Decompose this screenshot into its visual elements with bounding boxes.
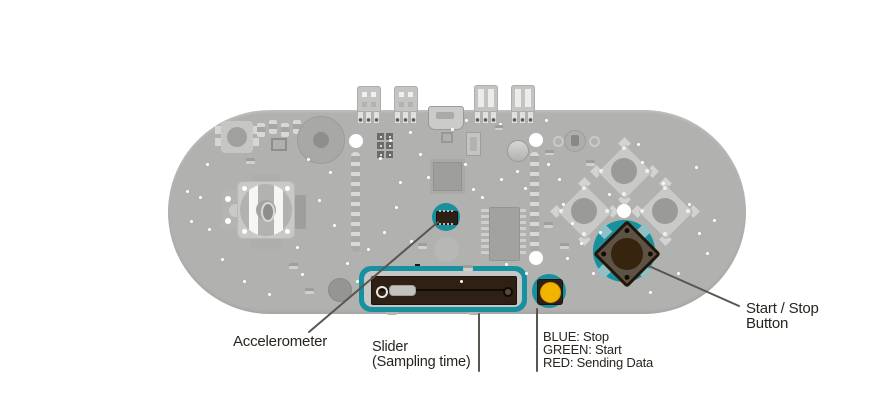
connector-pin (491, 112, 496, 123)
led-legend-label: BLUE: Stop GREEN: Start RED: Sending Dat… (543, 329, 654, 370)
status-led (540, 282, 561, 303)
resistor (269, 120, 277, 134)
buzzer-hole (313, 132, 329, 148)
led-legend-blue: BLUE: Stop (543, 329, 609, 344)
slider-label-line1: Slider (372, 339, 408, 355)
slider-label: Slider (Sampling time) (372, 340, 471, 370)
connector-pin (483, 112, 488, 123)
connector-pin (520, 112, 525, 123)
buzzer (297, 116, 345, 164)
slider-end-left (376, 286, 388, 298)
tinkerkit-connector-3 (474, 85, 498, 112)
accelerometer-label-text: Accelerometer (233, 333, 328, 350)
solder-vias (0, 0, 3, 3)
passive-component (544, 222, 553, 228)
reset-pad (252, 138, 259, 146)
reset-pad (215, 126, 222, 134)
resistor (293, 120, 301, 134)
mounting-hole (529, 133, 543, 147)
icsp-header (377, 133, 393, 158)
slider-label-line2: (Sampling time) (372, 354, 471, 370)
start-stop-label: Start / Stop Button (746, 301, 819, 331)
crystal (564, 130, 586, 152)
connector-pin (512, 112, 517, 123)
led-legend-green: GREEN: Start (543, 341, 622, 357)
mounting-hole (529, 251, 543, 265)
button-up[interactable] (590, 137, 659, 206)
micro-usb-port (428, 106, 464, 130)
passive-component (560, 243, 569, 249)
accelerometer-label: Accelerometer (233, 333, 327, 350)
mounting-hole (349, 134, 363, 148)
round-component (434, 237, 459, 262)
soic-pins (518, 209, 526, 257)
pin-header-column-right (530, 152, 539, 252)
connector-pin (366, 112, 371, 123)
pin-header-column-left (351, 152, 360, 252)
passive-component (289, 263, 298, 269)
soic-pins (481, 209, 489, 257)
joystick-tab (251, 174, 281, 183)
mounting-hole-dark (328, 278, 352, 302)
joystick-tab (295, 195, 306, 229)
connector-pin (395, 112, 400, 123)
connector-pin (403, 112, 408, 123)
accelerometer-chip (436, 210, 458, 225)
joystick-tab (251, 238, 281, 249)
slider-end-right (503, 287, 513, 297)
start-stop-label-line2: Button (746, 315, 789, 332)
joystick-stick[interactable] (240, 184, 292, 236)
resistor (281, 123, 289, 137)
small-ic (271, 138, 287, 151)
reset-button-cap (227, 127, 247, 147)
tinkerkit-connector-1 (357, 86, 381, 112)
slider-track[interactable] (371, 276, 517, 305)
regulator-ic (466, 132, 481, 156)
connector-pin (411, 112, 416, 123)
connector-pin (528, 112, 533, 123)
start-stop-highlight (593, 220, 661, 288)
reset-button[interactable] (221, 121, 253, 153)
passive-component (463, 265, 473, 271)
led-highlight (532, 274, 566, 308)
passive-component (586, 160, 595, 166)
via-ring (589, 136, 600, 147)
connector-pin (374, 112, 379, 123)
passive-component (495, 125, 503, 130)
mounting-hole (617, 204, 631, 218)
passive-component (305, 288, 314, 294)
led-legend-red: RED: Sending Data (543, 354, 654, 370)
resistor (257, 123, 265, 137)
passive-component (246, 158, 255, 164)
passive-component (418, 243, 427, 249)
start-stop-label-line1: Start / Stop (746, 300, 819, 317)
capacitor (507, 140, 529, 162)
small-ic (441, 132, 453, 143)
microcontroller-chip (433, 162, 462, 191)
soic-ic (489, 207, 520, 261)
slider-highlight (359, 266, 527, 312)
start-stop-button-cap (604, 231, 650, 277)
reset-pad (252, 126, 259, 134)
reset-pad (215, 138, 222, 146)
tinkerkit-connector-4 (511, 85, 535, 112)
button-left[interactable] (550, 177, 619, 246)
connector-pin (475, 112, 480, 123)
passive-component (545, 150, 554, 155)
via-ring (553, 136, 564, 147)
connector-pin (358, 112, 363, 123)
slider-knob[interactable] (389, 285, 416, 296)
tinkerkit-connector-2 (394, 86, 418, 112)
button-right[interactable] (631, 177, 700, 246)
